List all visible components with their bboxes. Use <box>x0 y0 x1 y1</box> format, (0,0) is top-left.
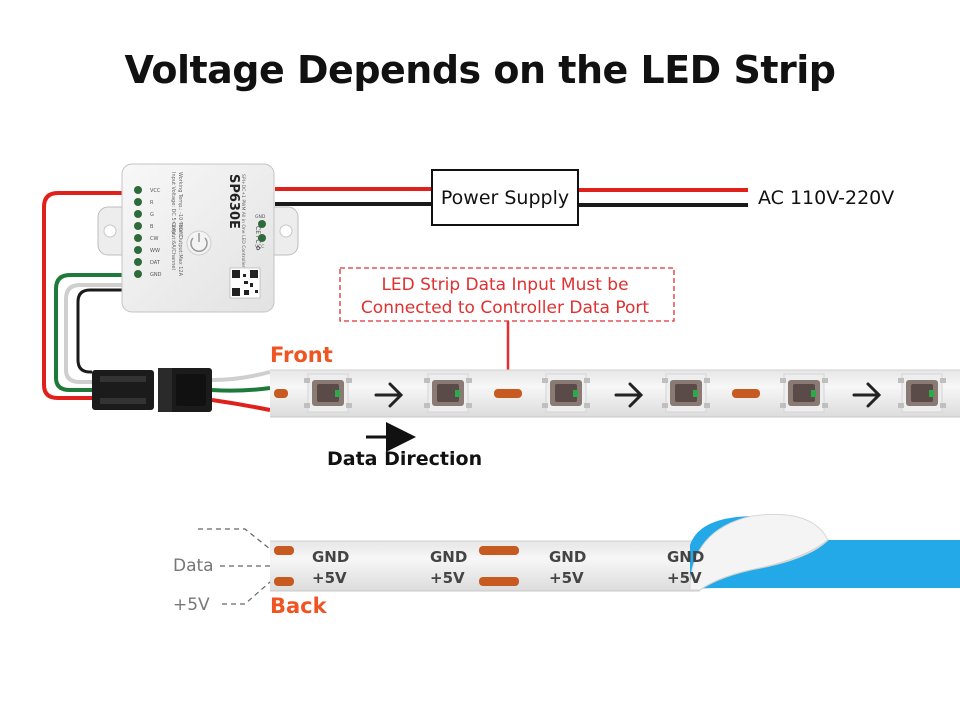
power-supply-box: Power Supply <box>431 169 579 226</box>
back-pad-labels: GND +5V GND +5V GND +5V GND +5V <box>312 548 704 587</box>
pin-label: CW <box>150 236 158 242</box>
pin-label: WW <box>150 248 160 254</box>
spec-line: Total Output:Max 12A <box>177 221 183 277</box>
back-leader-lines <box>198 528 272 605</box>
back-pads <box>274 546 519 586</box>
controller-output-wires <box>42 191 122 400</box>
strip-arrow-icon <box>852 382 882 408</box>
ac-wires <box>578 188 748 207</box>
dc-wires <box>275 187 432 206</box>
pin-label: VCC <box>255 244 264 250</box>
power-supply-label: Power Supply <box>441 187 569 209</box>
pin-label: GND <box>255 214 266 220</box>
callout-line-1: LED Strip Data Input Must be <box>381 275 628 295</box>
page-title: Voltage Depends on the LED Strip <box>124 48 836 92</box>
controller-subtitle: SPI+DC+1 PWM All in One LED Controller <box>240 174 246 267</box>
led-chip <box>304 373 352 413</box>
cut-pad <box>732 389 760 398</box>
pad-5v-label: +5V <box>667 569 702 587</box>
controller-right-pins: GND VCC <box>255 214 266 250</box>
led-chip <box>898 373 946 413</box>
ac-input-label: AC 110V-220V <box>758 187 894 209</box>
led-chip <box>662 373 710 413</box>
pad-gnd-label: GND <box>312 548 349 566</box>
spec-line: Working Temp.: -10~60°C <box>177 172 183 237</box>
pad-5v-label: +5V <box>549 569 584 587</box>
spec-line: Input Voltage: DC 5~24V <box>170 172 176 235</box>
power-button-icon <box>186 230 212 256</box>
led-chip <box>542 373 590 413</box>
pin-label: B <box>150 224 154 230</box>
callout-line-2: Connected to Controller Data Port <box>361 298 649 318</box>
led-chip <box>780 373 828 413</box>
controller-marks: CE FC ♻ <box>254 226 261 251</box>
qr-code-icon <box>229 267 261 299</box>
front-label: Front <box>270 343 333 367</box>
back-data-label: Data <box>173 556 214 576</box>
led-chip <box>424 373 472 413</box>
pad-5v-label: +5V <box>312 569 347 587</box>
cut-pad <box>494 389 522 398</box>
pin-label: GND <box>150 272 162 278</box>
pin-label: R <box>150 200 154 206</box>
strip-input-wires <box>211 370 271 412</box>
jst-connector <box>92 368 212 412</box>
pad-gnd-label: GND <box>430 548 467 566</box>
controller-sp630e: VCC R G B CW WW DAT GND Input Voltage: D… <box>97 163 299 313</box>
strip-arrow-icon <box>614 382 644 408</box>
adhesive-tape-curl <box>689 513 960 591</box>
data-direction-label: Data Direction <box>327 448 482 470</box>
back-5v-label: +5V <box>173 595 210 615</box>
data-input-callout: LED Strip Data Input Must be Connected t… <box>339 267 675 384</box>
pin-label: G <box>150 212 154 218</box>
pad-gnd-label: GND <box>667 548 704 566</box>
controller-model: SP630E <box>226 174 241 229</box>
spec-line: Output:6A/Channel <box>170 222 176 270</box>
pad-5v-label: +5V <box>430 569 465 587</box>
pin-label: DAT <box>150 260 161 266</box>
strip-arrow-icon <box>374 382 404 408</box>
back-label: Back <box>270 594 328 618</box>
controller-left-pins: VCC R G B CW WW DAT GND <box>134 186 162 278</box>
pin-label: VCC <box>150 188 161 194</box>
pad-gnd-label: GND <box>549 548 586 566</box>
